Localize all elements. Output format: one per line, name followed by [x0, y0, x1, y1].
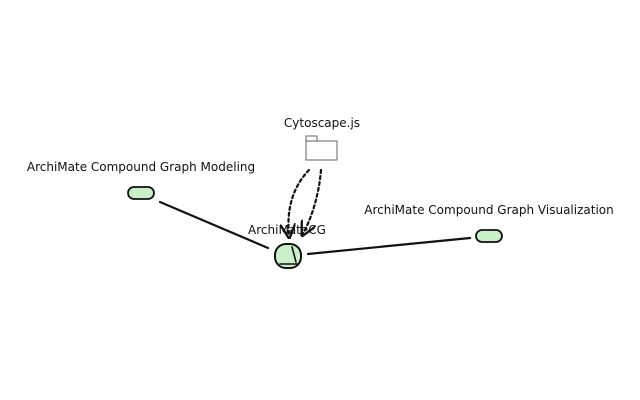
visualization-node[interactable]: ArchiMate Compound Graph Visualization — [364, 203, 614, 243]
edge-cytoscape-to-archimatecg-right[interactable] — [303, 168, 323, 234]
archimatecg-node[interactable]: ArchiMateCG — [248, 223, 326, 269]
modeling-node-shape — [127, 186, 155, 200]
archimatecg-node-shape — [274, 243, 302, 269]
visualization-label: ArchiMate Compound Graph Visualization — [364, 203, 613, 217]
modeling-label: ArchiMate Compound Graph Modeling — [27, 160, 255, 174]
edge-cytoscape-to-archimatecg-left[interactable] — [288, 168, 311, 236]
edge-modeling-to-archimatecg[interactable] — [158, 200, 270, 250]
package-folder-icon — [305, 135, 338, 161]
archimatecg-label: ArchiMateCG — [248, 223, 326, 237]
modeling-node[interactable]: ArchiMate Compound Graph Modeling — [27, 160, 255, 200]
cytoscape-node[interactable]: Cytoscape.js — [284, 116, 360, 161]
archimatecg-node-mark — [279, 246, 298, 265]
visualization-node-shape — [475, 229, 503, 243]
edge-archimatecg-to-visualization[interactable] — [306, 236, 472, 256]
cytoscape-label: Cytoscape.js — [284, 116, 360, 130]
